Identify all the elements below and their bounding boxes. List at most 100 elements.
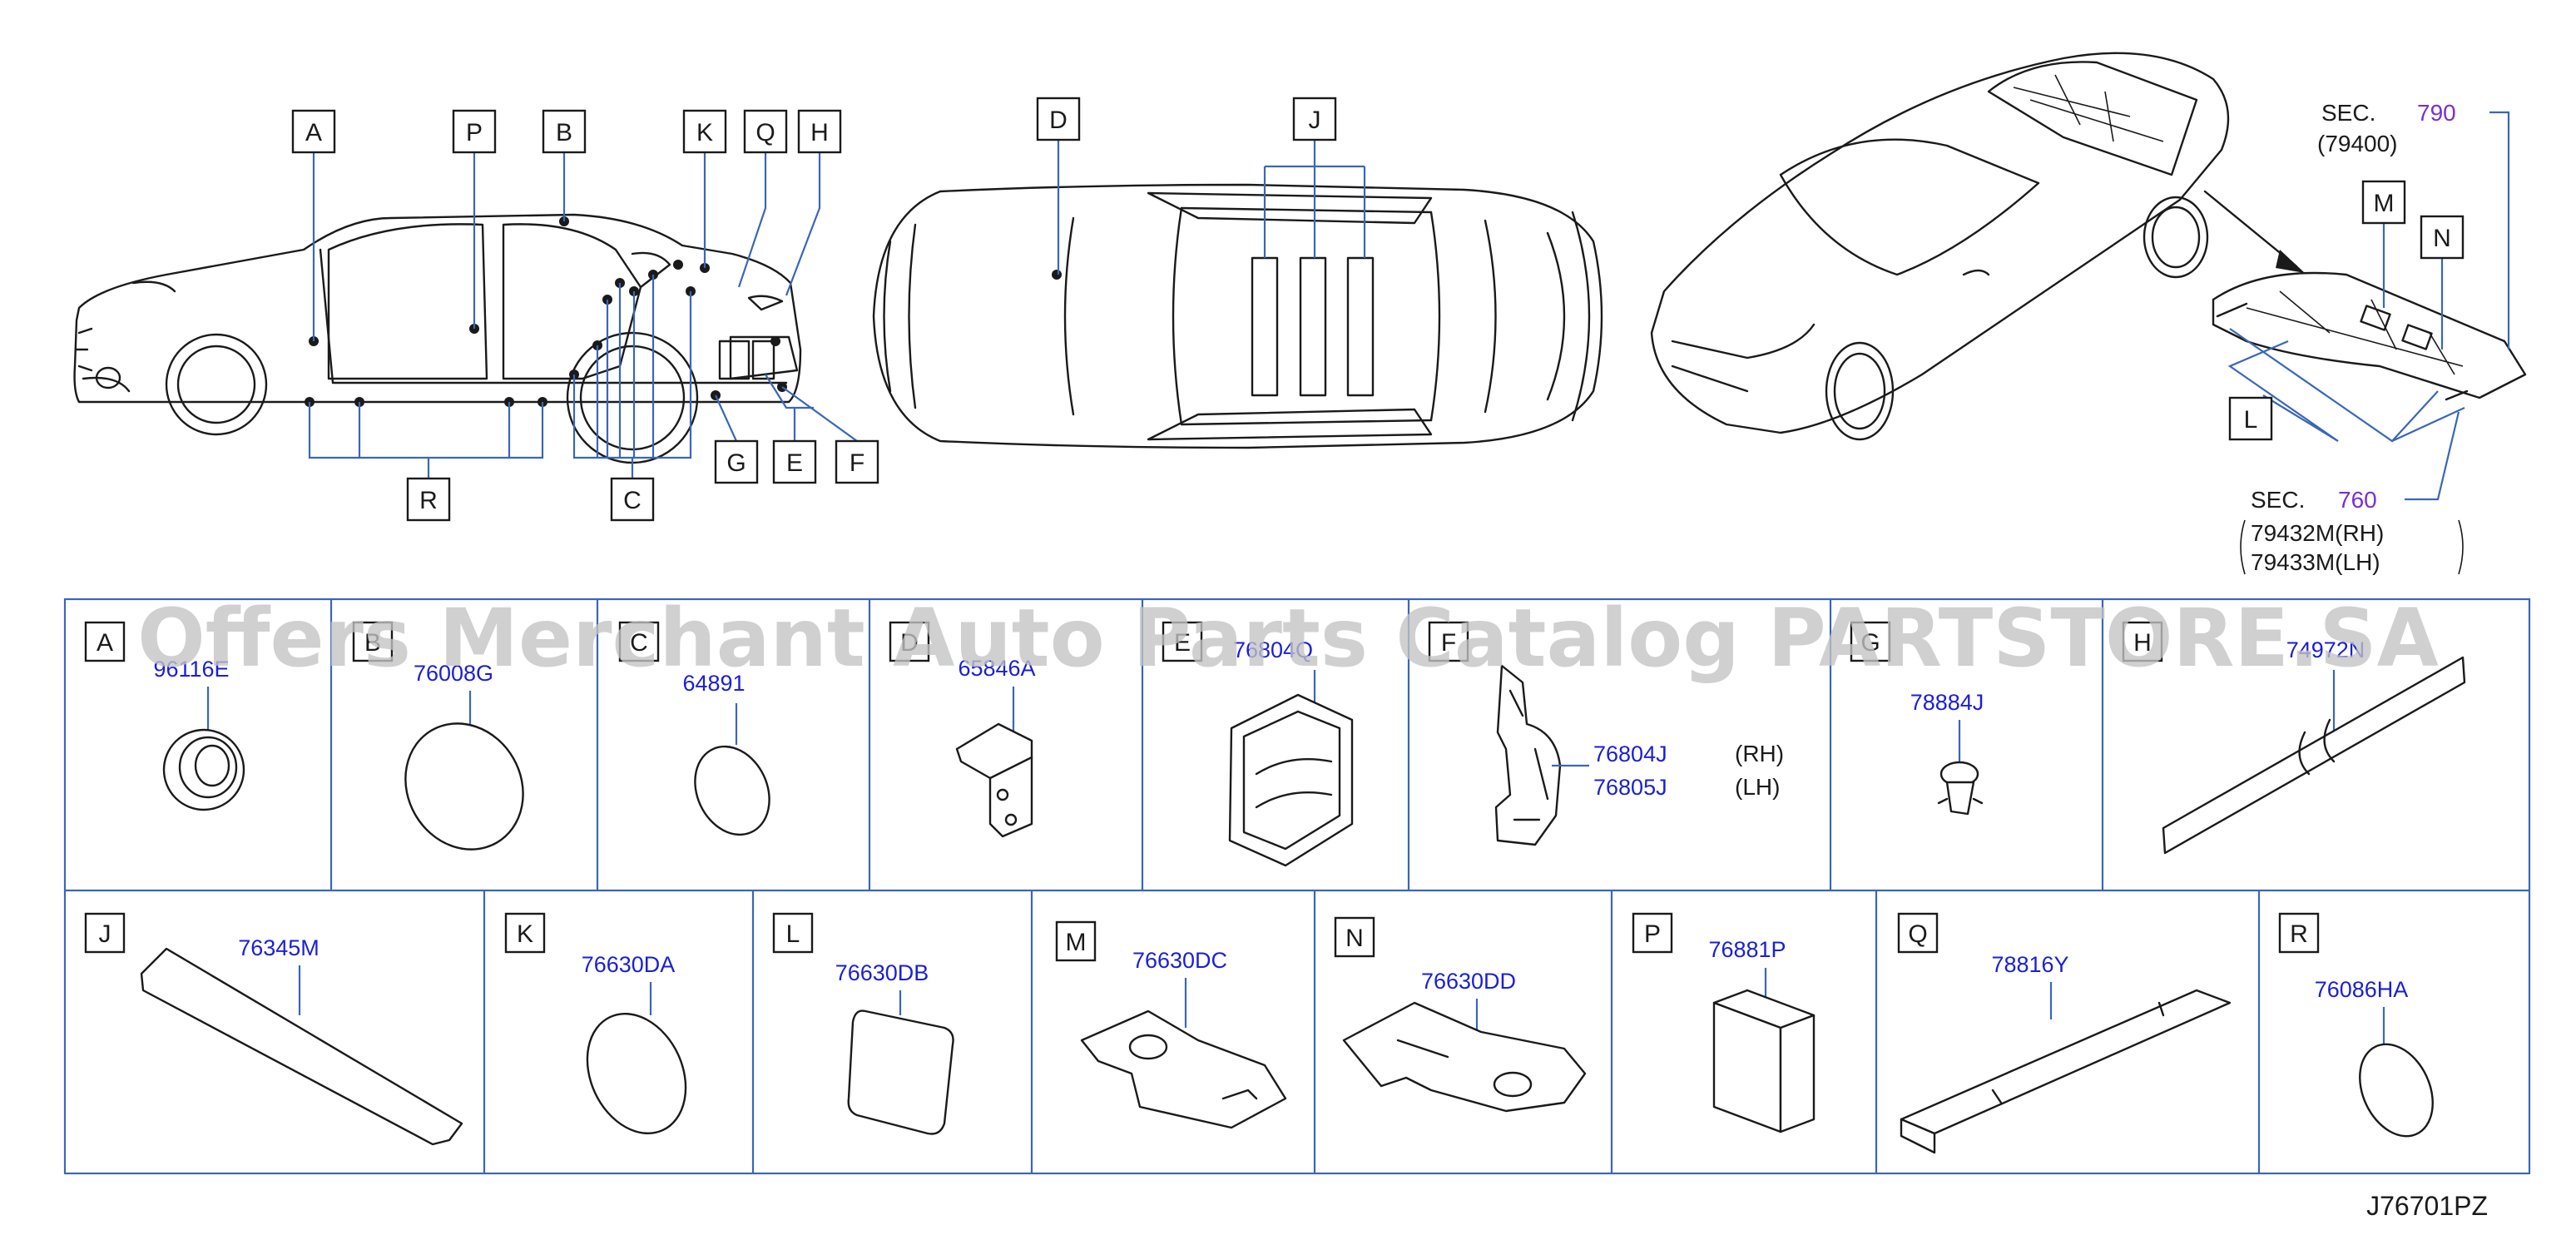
sec-number-790[interactable]: 790: [2417, 100, 2456, 126]
part-letter-K: K: [517, 920, 533, 948]
part-letter-J: J: [99, 920, 111, 948]
callout-R: R: [419, 487, 438, 514]
part-letter-H: H: [2133, 629, 2152, 657]
callout-B: B: [556, 119, 572, 146]
sec-label-790: SEC.: [2321, 100, 2375, 126]
part-cell-D[interactable]: D 65846A: [889, 621, 1036, 838]
part-letter-D: D: [900, 629, 919, 657]
part-cell-P[interactable]: P 76881P: [1632, 912, 1816, 1133]
round-plug-icon: [694, 745, 770, 836]
part-cell-J[interactable]: J 76345M: [84, 912, 463, 1146]
part-letter-N: N: [1345, 925, 1364, 952]
part-number-76630DB[interactable]: 76630DB: [835, 960, 929, 985]
sec-label-760: SEC.: [2251, 487, 2305, 513]
round-seal-icon: [586, 1012, 687, 1135]
callout-E: E: [786, 449, 803, 477]
sec-part-79433M: 79433M(LH): [2251, 549, 2380, 575]
side-view-car: A P B K Q H R C G E F: [73, 109, 879, 522]
sec-part-79432M: 79432M(RH): [2251, 520, 2384, 546]
part-number-76008G[interactable]: 76008G: [414, 661, 493, 686]
vent-icon: [1228, 693, 1354, 867]
part-cell-H[interactable]: H 74972N: [2122, 621, 2466, 855]
oval-plug-icon: [404, 722, 524, 851]
part-letter-M: M: [1066, 929, 1087, 956]
part-letter-A: A: [97, 629, 113, 657]
top-view-car: D J: [872, 97, 1603, 449]
side-LH: (LH): [1735, 774, 1780, 800]
callout-G: G: [726, 449, 746, 477]
callout-N: N: [2433, 225, 2451, 252]
callout-L: L: [2244, 406, 2258, 434]
part-cell-G[interactable]: G 78884J: [1850, 621, 1984, 816]
part-number-78884J[interactable]: 78884J: [1910, 690, 1984, 715]
part-cell-E[interactable]: E 76804Q: [1162, 621, 1354, 867]
plate-icon-2: [1342, 1001, 1587, 1113]
part-cell-A[interactable]: A 96116E: [84, 621, 245, 811]
part-cell-C[interactable]: C 64891: [618, 621, 783, 847]
part-number-76805J[interactable]: 76805J: [1593, 775, 1667, 800]
part-letter-G: G: [1860, 629, 1880, 657]
block-icon: [1712, 989, 1816, 1133]
part-letter-P: P: [1644, 920, 1661, 948]
square-seal-icon: [847, 1009, 954, 1135]
plate-icon: [1080, 1009, 1287, 1129]
part-number-76345M[interactable]: 76345M: [238, 935, 320, 960]
callout-F: F: [850, 449, 864, 477]
part-number-76804J[interactable]: 76804J: [1593, 741, 1667, 766]
part-number-65846A[interactable]: 65846A: [958, 656, 1035, 681]
round-plug-icon-2: [2359, 1043, 2434, 1138]
part-number-76630DD[interactable]: 76630DD: [1421, 969, 1516, 994]
rear-view-car: M N L: [1650, 52, 2527, 501]
part-cell-F[interactable]: F 76804J 76805J (RH) (LH): [1428, 621, 1784, 846]
part-cell-R[interactable]: R 76086HA: [2278, 912, 2447, 1148]
side-leaders: [308, 150, 858, 479]
part-number-76804Q[interactable]: 76804Q: [1233, 637, 1313, 662]
callout-K: K: [696, 119, 713, 146]
grommet-icon: [162, 728, 245, 811]
section-ref-790: SEC. 790 (79400): [2317, 100, 2456, 156]
part-letter-C: C: [630, 629, 648, 657]
wedge-strip-icon: [1900, 989, 2232, 1154]
side-labels: A P B K Q H R C G E F: [291, 109, 879, 522]
clip-icon: [1937, 761, 1984, 816]
part-number-78816Y[interactable]: 78816Y: [1991, 952, 2068, 977]
part-cell-N[interactable]: N 76630DD: [1334, 916, 1587, 1113]
strip-icon: [2162, 656, 2466, 855]
callout-M: M: [2374, 190, 2395, 217]
part-letter-F: F: [1441, 629, 1456, 657]
callout-C: C: [623, 487, 642, 514]
part-cell-B[interactable]: B 76008G: [352, 621, 546, 871]
callout-J: J: [1309, 107, 1321, 134]
callout-H: H: [810, 119, 829, 146]
duct-bracket-icon: [1494, 664, 1562, 846]
sec-part-79400: (79400): [2317, 131, 2398, 156]
sec-number-760[interactable]: 760: [2338, 487, 2377, 513]
part-number-76086HA[interactable]: 76086HA: [2315, 977, 2409, 1002]
part-cell-K[interactable]: K 76630DA: [504, 912, 705, 1149]
callout-A: A: [305, 119, 322, 146]
part-cell-L[interactable]: L 76630DB: [772, 912, 954, 1135]
part-cell-Q[interactable]: Q 78816Y: [1897, 912, 2232, 1154]
callout-P: P: [466, 119, 483, 146]
part-letter-L: L: [786, 920, 800, 948]
part-cell-M[interactable]: M 76630DC: [1055, 920, 1287, 1129]
parts-grid: [63, 598, 2531, 1175]
part-number-64891[interactable]: 64891: [682, 671, 745, 696]
part-letter-B: B: [364, 629, 381, 657]
side-RH: (RH): [1735, 741, 1784, 766]
part-letter-Q: Q: [1908, 920, 1927, 948]
callout-D: D: [1049, 107, 1068, 134]
part-letter-R: R: [2290, 920, 2308, 948]
part-number-76881P[interactable]: 76881P: [1708, 937, 1786, 962]
part-number-76630DA[interactable]: 76630DA: [582, 952, 676, 977]
watermark-text: Offers Merchant Auto Parts Catalog PARTS…: [137, 592, 2439, 685]
bracket-icon: [955, 722, 1033, 838]
part-number-74972N[interactable]: 74972N: [2286, 637, 2365, 662]
long-strip-icon: [140, 947, 463, 1146]
part-number-96116E[interactable]: 96116E: [153, 657, 229, 682]
section-ref-760: SEC. 760 79432M(RH) 79433M(LH): [2240, 487, 2464, 575]
part-letter-E: E: [1174, 629, 1191, 657]
part-number-76630DC[interactable]: 76630DC: [1132, 948, 1227, 973]
diagram-code: J76701PZ: [2366, 1191, 2488, 1221]
